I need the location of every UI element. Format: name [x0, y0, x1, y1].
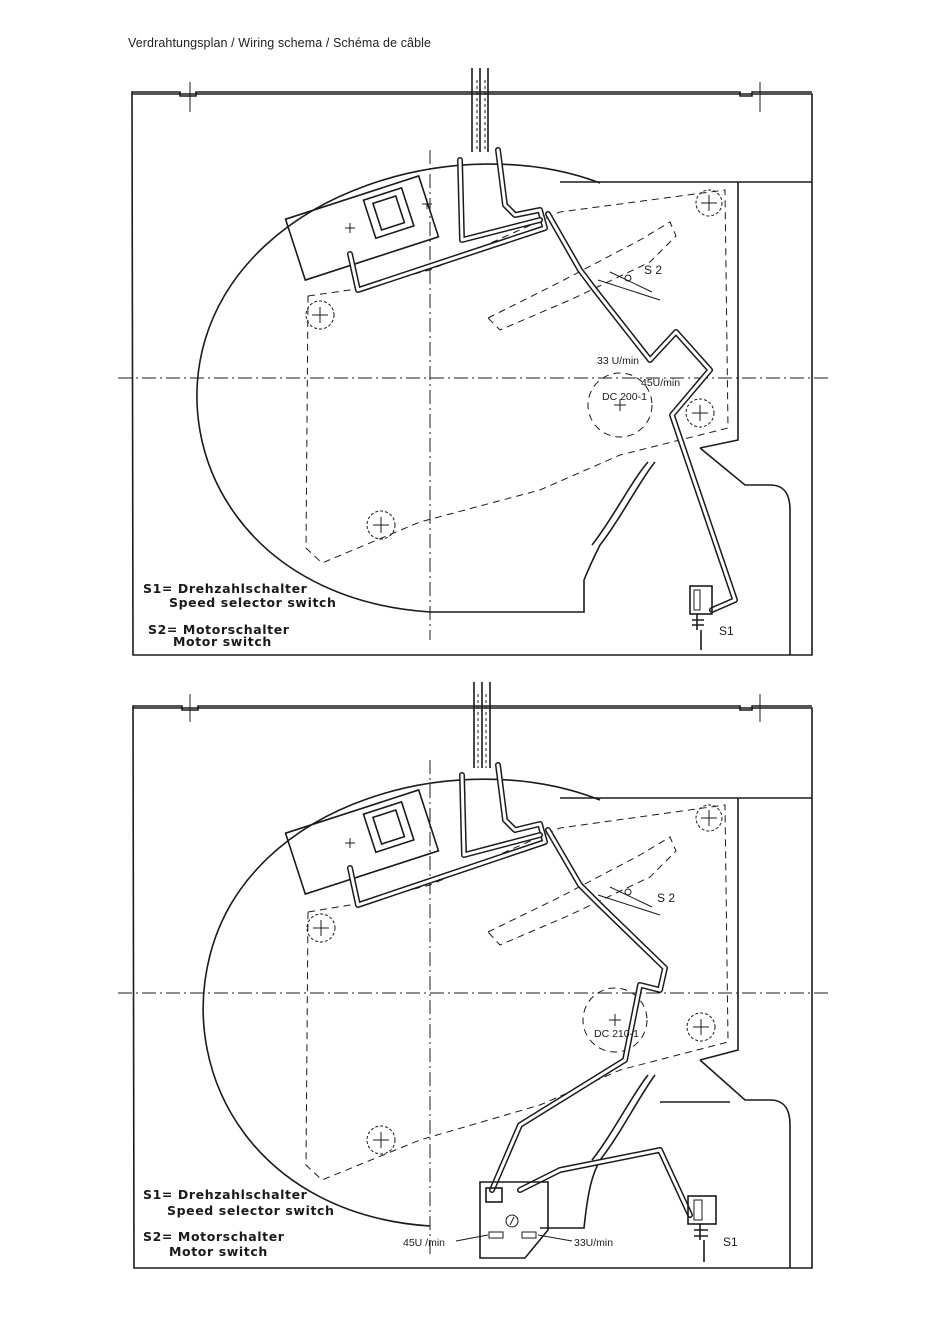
label-speed-33: 33U/min: [574, 1237, 613, 1249]
legend-s2-de: S2= Motorschalter: [143, 1229, 285, 1244]
mounting-hole: [696, 805, 722, 831]
mounting-hole: [307, 914, 335, 942]
legend-s1-en: Speed selector switch: [167, 1203, 335, 1218]
chassis-outline: [133, 708, 812, 1268]
label-motor: DC 210-1: [594, 1028, 639, 1040]
legend-s2-en: Motor switch: [169, 1244, 268, 1259]
speed-selector-switch-s1: [688, 1196, 716, 1262]
label-s2: S 2: [657, 891, 675, 905]
speed-selector-block: [480, 1182, 548, 1258]
legend-s1-de: S1= Drehzahlschalter: [143, 1187, 308, 1202]
mounting-hole: [367, 1126, 395, 1154]
label-speed-45: 45U /min: [403, 1237, 445, 1249]
mounting-hole: [687, 1013, 715, 1041]
motor-control-board: [286, 790, 439, 894]
label-s1: S1: [723, 1235, 738, 1249]
